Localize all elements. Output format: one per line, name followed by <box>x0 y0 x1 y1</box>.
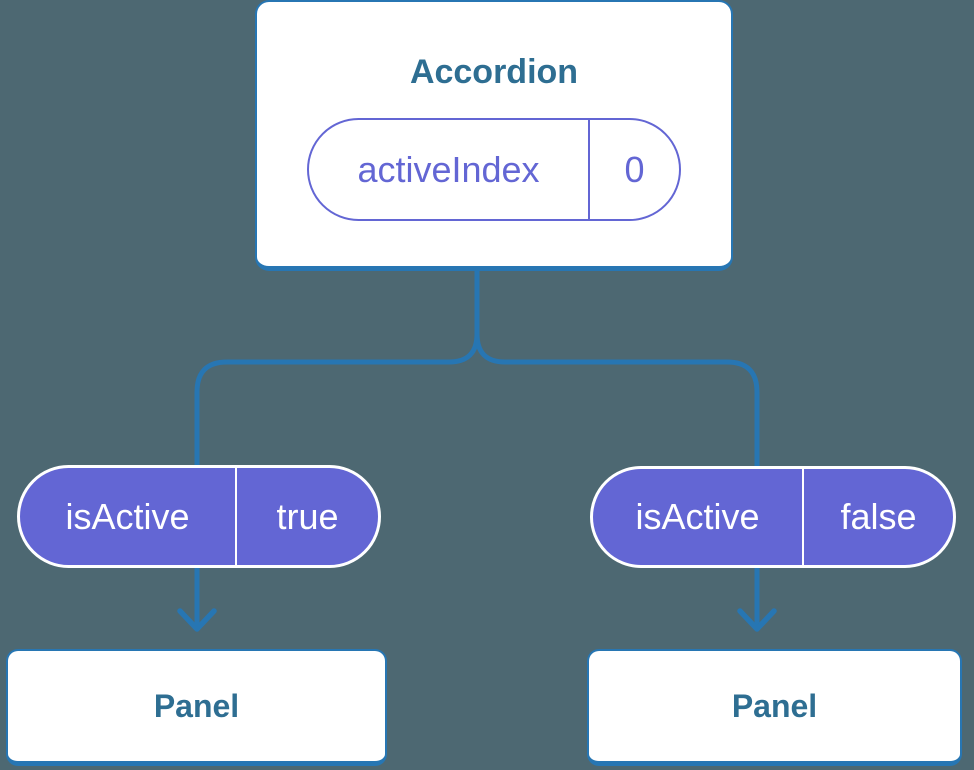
panel-node-left-title: Panel <box>153 688 240 724</box>
accordion-node-title: Accordion <box>409 53 579 91</box>
arrowhead-down-left-icon <box>177 608 217 632</box>
prop-pill-left-value: true <box>276 495 339 537</box>
prop-pill-right-value: false <box>840 496 917 537</box>
prop-pill-right: isActive false <box>590 466 956 568</box>
prop-pill-left: isActive true <box>17 465 381 568</box>
connector-branch-right <box>474 270 760 627</box>
panel-node-right-title: Panel <box>731 688 818 724</box>
panel-node-left: Panel <box>6 649 387 766</box>
prop-pill-left-name: isActive <box>65 495 190 537</box>
accordion-node: Accordion activeIndex 0 <box>255 0 733 271</box>
pill-divider <box>588 120 590 219</box>
connector-branch-left <box>194 270 480 627</box>
state-pill-name: activeIndex <box>357 148 540 190</box>
prop-pill-right-name: isActive <box>635 496 760 537</box>
pill-divider <box>802 469 804 565</box>
arrowhead-down-right-icon <box>737 608 777 632</box>
panel-node-right: Panel <box>587 649 962 766</box>
state-pill-value: 0 <box>624 148 645 190</box>
state-pill: activeIndex 0 <box>307 118 681 221</box>
pill-divider <box>235 468 237 565</box>
